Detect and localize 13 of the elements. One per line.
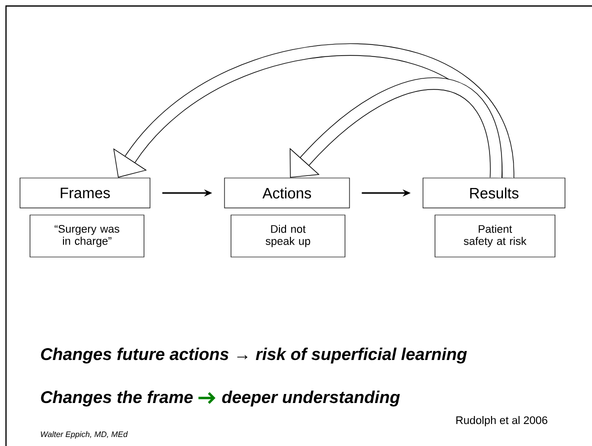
curved-block-arrow	[113, 44, 514, 178]
takeaway-text: Changes the frame	[41, 390, 193, 407]
takeaway-text: deeper understanding	[222, 390, 400, 407]
curved-block-arrow	[290, 78, 502, 178]
note-box: Did not speak up	[230, 214, 346, 258]
note-box: Patient safety at risk	[434, 214, 556, 258]
citation-text: Rudolph et al 2006	[456, 416, 548, 426]
process-box: Actions	[224, 178, 350, 208]
process-box: Frames	[20, 178, 150, 208]
takeaway-text: Changes future actions → risk of superficial learning	[41, 348, 467, 364]
author-text: Walter Eppich, MD, MEd	[40, 431, 128, 439]
process-box: Results	[422, 178, 566, 208]
note-box: “Surgery was in charge”	[30, 214, 144, 258]
